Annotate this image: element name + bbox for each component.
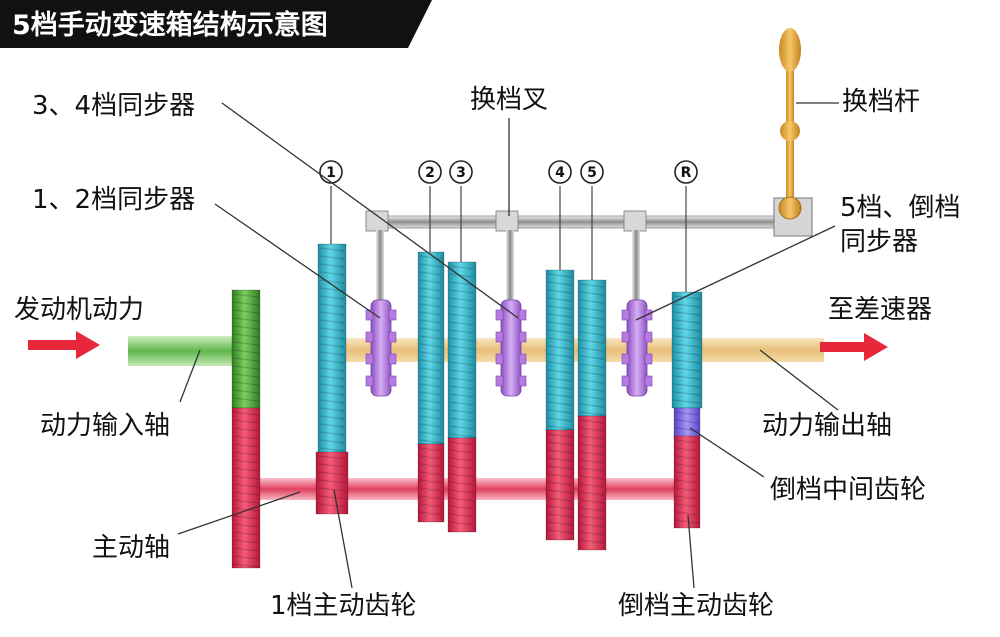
gear-2-drive [417,443,445,523]
gear-marker-label: R [681,165,692,181]
gear-marker-circle [580,160,604,184]
gear-2-driven [417,251,445,445]
label-main-shaft: 主动轴 [92,533,170,563]
label-engine-power: 发动机动力 [14,295,144,325]
gear-r-drive [673,435,701,529]
gear-1-driven [317,243,347,455]
label-to-differential: 至差速器 [828,295,932,325]
gear-3-driven [447,261,477,439]
label-sync-5r-line2: 同步器 [840,227,918,257]
label-reverse-drive: 倒档主动齿轮 [618,591,774,621]
gear-marker-label: 2 [425,165,435,181]
gear-4-driven [545,269,575,431]
sync-12 [365,299,397,397]
gear-4-drive [545,429,575,541]
page-title: 5档手动变速箱结构示意图 [12,9,328,41]
label-reverse-idler: 倒档中间齿轮 [770,475,926,505]
shift-fork-assembly [365,197,813,302]
label-output-shaft: 动力输出轴 [762,411,892,441]
input-gear [231,289,261,409]
gear-marker-circle [674,160,698,184]
gear-marker-label: 3 [456,165,466,181]
gear-5-driven [577,279,607,417]
label-shift-lever: 换档杆 [842,87,920,117]
label-shift-fork: 换档叉 [470,85,548,115]
reverse-idler-gear [673,407,701,439]
label-gear1-drive: 1档主动齿轮 [270,591,417,621]
gear-marker-circle [548,160,572,184]
gear-3-drive [447,437,477,533]
gear-1-drive [315,451,349,515]
counter-gear-input [231,407,261,569]
gear-marker-circle [418,160,442,184]
label-input-shaft: 动力输入轴 [40,411,170,441]
power-in-arrow [28,331,100,359]
label-sync-34: 3、4档同步器 [32,91,195,121]
power-out-arrow [820,333,888,361]
gear-marker-label: 4 [555,165,565,181]
sync-34 [495,299,527,397]
sync-5r [621,299,653,397]
leader-lines [177,102,839,589]
gear-marker-circle [449,160,473,184]
shift-lever-graphic [778,28,802,220]
label-sync-12: 1、2档同步器 [32,185,195,215]
gear-set [231,243,703,569]
gear-marker-label: 5 [587,165,597,181]
gear-marker-label: 1 [326,165,336,181]
label-sync-5r-line1: 5档、倒档 [840,193,961,223]
gear-r-driven [671,291,703,409]
gear-5-drive [577,415,607,551]
title-banner [0,0,432,48]
